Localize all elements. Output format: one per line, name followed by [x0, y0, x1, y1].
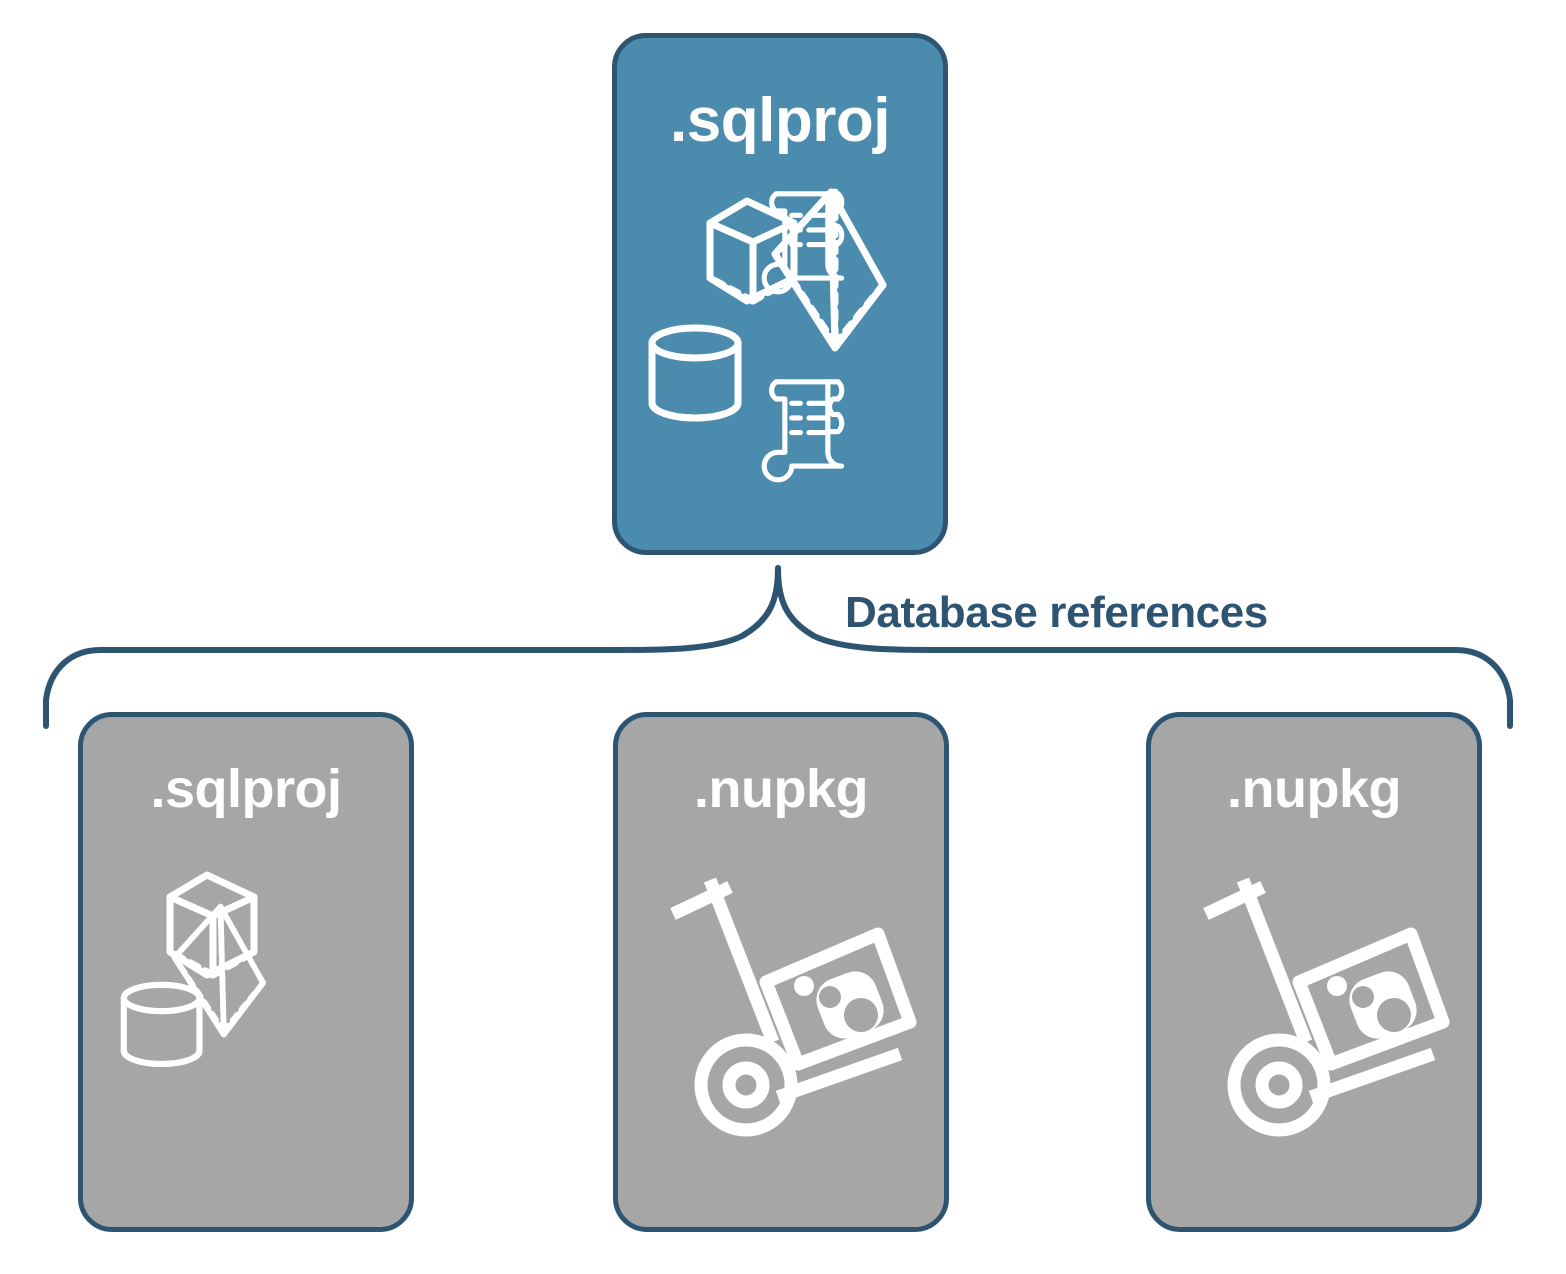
- cube-icon: [166, 871, 258, 979]
- reference-node-label: .nupkg: [1227, 759, 1401, 819]
- root-icon-svg: [648, 188, 887, 483]
- root-node-label: .sqlproj: [670, 86, 890, 155]
- reference-node-icon-group: [83, 857, 409, 1107]
- script-scroll-icon: [761, 191, 845, 295]
- root-node-sqlproj[interactable]: .sqlproj: [612, 33, 948, 555]
- cylinder-icon: [648, 324, 742, 422]
- reference-node-icon-group: [618, 842, 944, 1137]
- cylinder-icon: [120, 981, 203, 1068]
- sqlproj-shapes-svg: [120, 871, 266, 1068]
- reference-node-label: .sqlproj: [150, 759, 342, 819]
- reference-node-icon-group: [1151, 842, 1477, 1137]
- root-node-icon-group: [617, 168, 943, 483]
- nuget-logo-holes: [819, 986, 878, 1032]
- pyramid-icon: [171, 903, 266, 1038]
- reference-node-nupkg-1[interactable]: .nupkg: [613, 712, 949, 1232]
- script-scroll-icon: [761, 379, 845, 483]
- reference-node-nupkg-2[interactable]: .nupkg: [1146, 712, 1482, 1232]
- reference-node-label: .nupkg: [694, 759, 868, 819]
- nuget-hand-truck-icon: [1203, 877, 1450, 1137]
- nuget-hand-truck-icon: [670, 877, 917, 1137]
- reference-node-sqlproj[interactable]: .sqlproj: [78, 712, 414, 1232]
- nuget-logo-holes: [1352, 986, 1411, 1032]
- database-references-label: Database references: [845, 588, 1268, 637]
- pyramid-icon: [771, 188, 887, 352]
